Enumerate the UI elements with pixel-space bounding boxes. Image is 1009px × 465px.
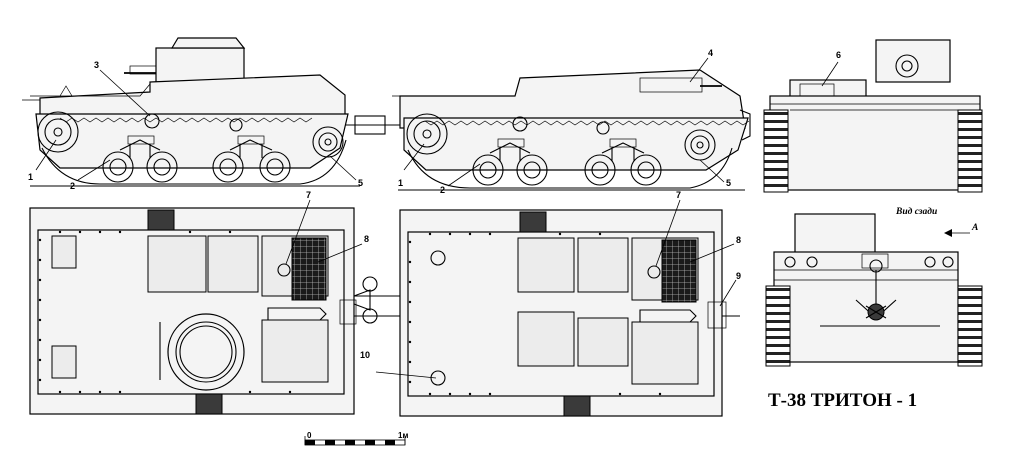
callout-10: 10 — [360, 350, 370, 360]
side-view-right — [392, 69, 751, 191]
view-arrow-head — [944, 229, 952, 237]
callouts: 1 2 3 5 1 2 4 5 6 7 8 10 7 8 9 — [28, 48, 841, 379]
callout-6: 6 — [836, 50, 841, 60]
callout-7-left: 7 — [306, 190, 311, 200]
scale-bar: 0 1м — [304, 431, 408, 446]
plan-view-left — [29, 207, 400, 415]
front-view — [763, 39, 983, 193]
callout-9: 9 — [736, 271, 741, 281]
view-arrow-label: А — [971, 223, 978, 233]
callout-1-right: 1 — [398, 178, 403, 188]
scale-start-label: 0 — [307, 431, 312, 440]
callout-5-left: 5 — [358, 178, 363, 188]
side-view-left — [22, 37, 400, 187]
scale-end-label: 1м — [398, 431, 408, 440]
callout-8-right: 8 — [736, 235, 741, 245]
callout-3-left: 3 — [94, 60, 99, 70]
callout-1-left: 1 — [28, 172, 33, 182]
rear-view — [765, 213, 983, 367]
plan-view-right — [399, 209, 740, 417]
callout-4: 4 — [708, 48, 713, 58]
rear-view-label: Вид сзади — [895, 206, 937, 217]
callout-5-right: 5 — [726, 178, 731, 188]
drawing-title: Т-38 ТРИТОН - 1 — [768, 390, 917, 411]
callout-8-left: 8 — [364, 234, 369, 244]
callout-2-left: 2 — [70, 181, 75, 191]
callout-7-right: 7 — [676, 190, 681, 200]
callout-2-right: 2 — [440, 185, 445, 195]
